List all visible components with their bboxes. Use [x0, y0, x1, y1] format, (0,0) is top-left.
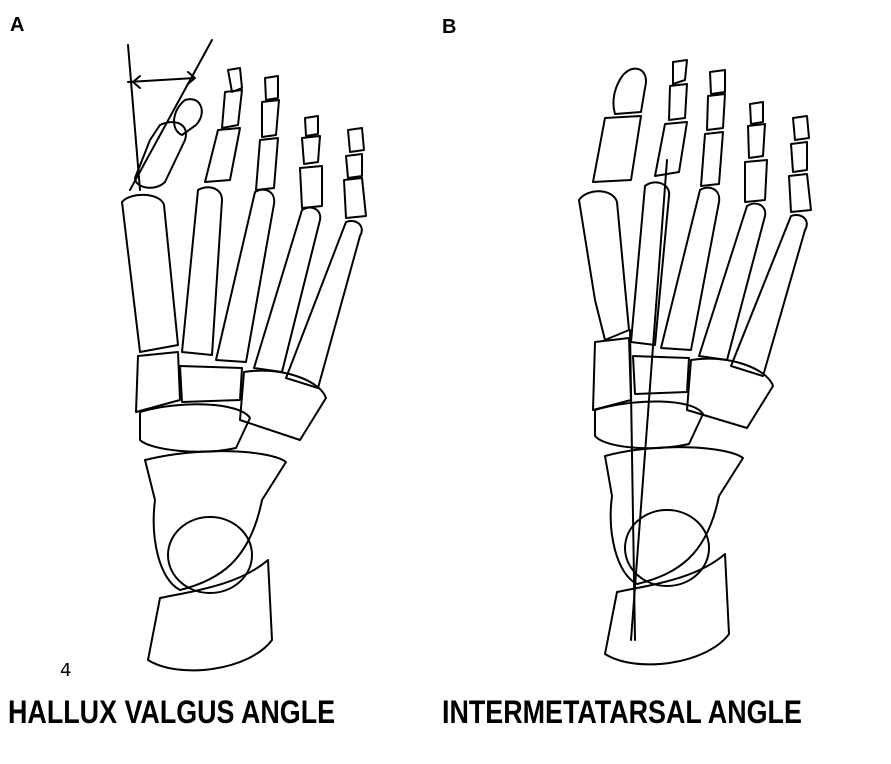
fourth-metatarsal: [699, 204, 765, 360]
toe5-distal-phalanx: [793, 116, 809, 140]
cuboid: [240, 371, 326, 440]
toe5-distal-phalanx: [348, 128, 364, 152]
caption-intermetatarsal-angle: INTERMETATARSAL ANGLE: [442, 694, 802, 731]
caption-hallux-valgus-angle: HALLUX VALGUS ANGLE: [8, 694, 335, 731]
toe4-proximal-phalanx: [300, 166, 322, 208]
toe2-distal-phalanx: [228, 68, 242, 92]
hallux-distal-phalanx: [613, 69, 646, 114]
toe2-distal-phalanx: [673, 60, 687, 84]
toe2-proximal-phalanx: [655, 122, 687, 176]
medial-cuneiform: [593, 338, 631, 410]
second-metatarsal-axis-line: [631, 160, 667, 640]
toe4-distal-phalanx: [750, 102, 763, 124]
hallux-distal-phalanx: [174, 99, 202, 135]
toe3-middle-phalanx: [707, 94, 725, 130]
fifth-metatarsal: [286, 221, 362, 388]
navicular: [140, 404, 250, 451]
toe3-middle-phalanx: [262, 100, 279, 137]
toe3-distal-phalanx: [265, 76, 278, 100]
toe4-distal-phalanx: [305, 116, 318, 136]
foot-skeleton-intermetatarsal: [445, 0, 891, 690]
foot-skeleton-hallux-valgus: [0, 0, 445, 690]
figure-marker: 4: [60, 660, 71, 681]
medial-cuneiform: [136, 352, 180, 412]
intermediate-cuneiform: [180, 366, 242, 402]
hallux-proximal-phalanx: [593, 116, 641, 182]
fourth-metatarsal: [254, 208, 320, 372]
toe5-proximal-phalanx: [789, 174, 811, 212]
fifth-metatarsal: [731, 215, 807, 376]
toe4-middle-phalanx: [748, 124, 765, 158]
toe2-middle-phalanx: [222, 90, 242, 128]
third-metatarsal: [216, 190, 274, 362]
toe5-middle-phalanx: [346, 154, 362, 178]
toe2-proximal-phalanx: [205, 128, 240, 182]
toe5-middle-phalanx: [791, 142, 807, 172]
toe4-proximal-phalanx: [745, 160, 767, 202]
toe3-distal-phalanx: [710, 70, 725, 94]
first-metatarsal: [579, 191, 629, 340]
cuboid: [687, 359, 773, 428]
talus: [605, 447, 743, 584]
third-metatarsal: [661, 188, 719, 350]
first-metatarsal: [122, 195, 178, 352]
intermediate-cuneiform: [633, 356, 689, 394]
toe4-middle-phalanx: [302, 136, 320, 164]
talus: [145, 451, 286, 590]
toe2-middle-phalanx: [669, 84, 687, 120]
toe3-proximal-phalanx: [701, 132, 723, 186]
toe5-proximal-phalanx: [344, 178, 366, 218]
second-metatarsal: [182, 187, 222, 355]
toe3-proximal-phalanx: [256, 138, 278, 190]
